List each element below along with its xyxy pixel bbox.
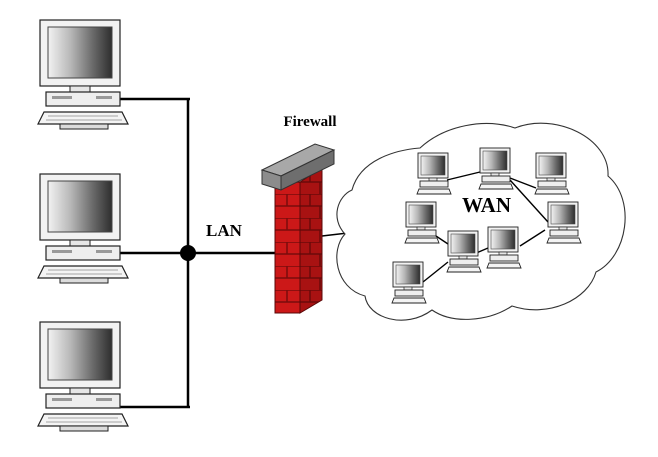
lan-workstation-3: [37, 321, 129, 432]
lan-label: LAN: [206, 221, 243, 240]
firewall-label: Firewall: [283, 114, 336, 130]
lan-cabling: [120, 97, 278, 409]
firewall-wall: [260, 143, 336, 314]
lan-workstation-2: [37, 173, 129, 284]
wan-label: WAN: [462, 193, 511, 217]
lan-workstation-1: [37, 19, 129, 130]
lan-hub-node: [180, 245, 196, 261]
